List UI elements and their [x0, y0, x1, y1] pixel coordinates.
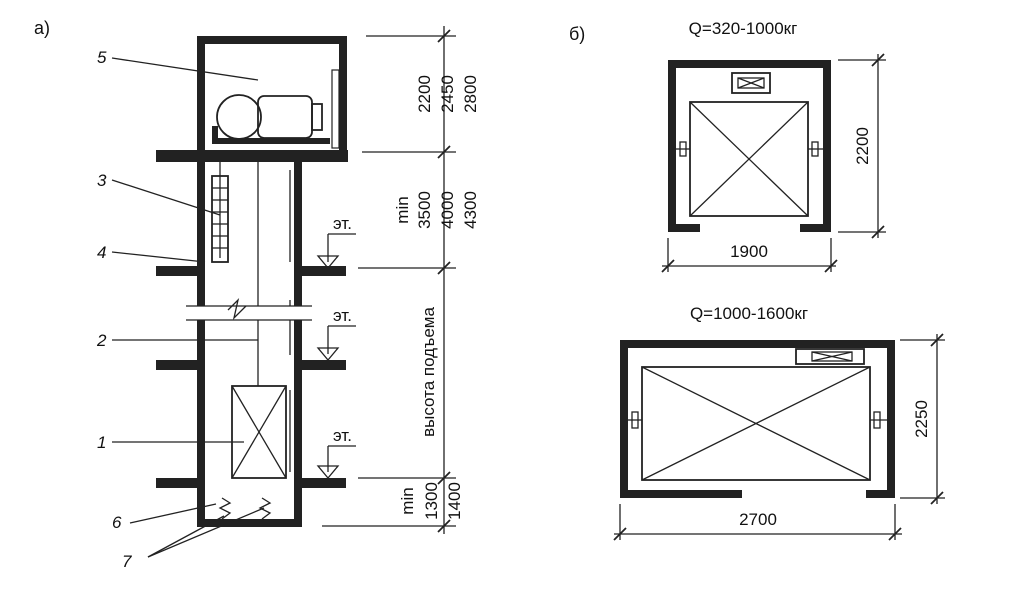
svg-text:4000: 4000: [438, 191, 457, 229]
bottom-plan-front-left: [620, 490, 742, 498]
top-plan-rear-wall: [668, 60, 831, 68]
dim-pit: min 1300 1400: [398, 482, 464, 520]
top-plan-width: 1900: [730, 242, 768, 261]
bottom-plan-rear-wall: [620, 340, 895, 348]
panel-label-b: б): [569, 24, 585, 44]
callout-2: 2: [96, 331, 107, 350]
pit-buffers: [218, 497, 272, 520]
top-plan-left-wall: [668, 60, 676, 232]
bottom-plan-right-wall: [887, 340, 895, 498]
hoist-machine: [212, 94, 330, 144]
callout-7: 7: [122, 552, 132, 571]
dim-overhead: min 3500 4000 4300: [393, 191, 480, 229]
floor-slab-left-2: [156, 360, 205, 370]
shaft-break: [186, 297, 312, 321]
top-plan-front-left: [668, 224, 700, 232]
bottom-plan-depth: 2250: [912, 400, 931, 438]
bottom-plan-counterweight: [795, 348, 865, 365]
machine-room-door: [331, 69, 340, 149]
bottom-plan-width: 2700: [739, 510, 777, 529]
top-plan-front-right: [800, 224, 831, 232]
floor-slab-right-1: [294, 266, 346, 276]
callout-3: 3: [97, 171, 107, 190]
floor-mark-text: эт.: [333, 306, 352, 325]
sheave: [216, 94, 262, 140]
dim-machine-room: 2200 2450 2800: [415, 75, 480, 113]
machine-room-roof: [197, 36, 347, 44]
top-plan-dims: 1900 2200: [661, 53, 886, 273]
machine-room-right-wall: [339, 36, 347, 156]
floor-mark-text: эт.: [333, 214, 352, 233]
svg-text:1400: 1400: [445, 482, 464, 520]
svg-text:2200: 2200: [415, 75, 434, 113]
counterweight: [211, 175, 229, 263]
bottom-plan-load: Q=1000-1600кг: [690, 304, 808, 323]
floor-slab-left-3: [156, 478, 205, 488]
dim-travel-height: высота подъема: [419, 307, 438, 437]
machine-room-floor: [156, 150, 348, 162]
svg-text:2450: 2450: [438, 75, 457, 113]
top-plan-depth: 2200: [853, 127, 872, 165]
callout-1: 1: [97, 433, 106, 452]
callout-4: 4: [97, 243, 106, 262]
floor-mark-text: эт.: [333, 426, 352, 445]
svg-text:2800: 2800: [461, 75, 480, 113]
floor-mark-3: эт.: [316, 426, 356, 480]
floor-slab-left-1: [156, 266, 205, 276]
elevator-car: [231, 385, 287, 479]
floor-slab-right-3: [294, 478, 346, 488]
motor: [257, 95, 313, 139]
top-plan-right-wall: [823, 60, 831, 232]
shaft-left-wall: [197, 162, 205, 527]
motor-end: [311, 103, 323, 131]
top-plan-counterweight: [731, 72, 771, 94]
pit-floor: [197, 519, 302, 527]
floor-slab-right-2: [294, 360, 346, 370]
panel-label-a: а): [34, 18, 50, 38]
bottom-plan: [620, 340, 895, 498]
machine-support: [212, 126, 218, 140]
shaft-right-wall: [294, 162, 302, 527]
machine-frame: [212, 138, 330, 144]
svg-text:высота подъема: высота подъема: [419, 307, 438, 437]
bottom-plan-front-right: [866, 490, 895, 498]
svg-text:3500: 3500: [415, 191, 434, 229]
svg-text:1300: 1300: [422, 482, 441, 520]
svg-text:min: min: [393, 196, 412, 223]
shaft-section: эт. эт. эт.: [156, 36, 356, 527]
dimension-lines-a: [322, 26, 456, 534]
top-plan-car: [689, 101, 809, 217]
bottom-plan-left-wall: [620, 340, 628, 498]
bottom-plan-car: [641, 366, 871, 481]
top-plan-load: Q=320-1000кг: [689, 19, 798, 38]
floor-mark-2: эт.: [316, 306, 356, 362]
top-plan: [668, 60, 831, 232]
bottom-plan-dims: 2700 2250: [613, 333, 945, 541]
floor-mark-1: эт.: [316, 214, 356, 270]
callout-5: 5: [97, 48, 107, 67]
svg-text:4300: 4300: [461, 191, 480, 229]
callouts: 5 3 4 2 1 6 7: [96, 48, 265, 571]
svg-text:min: min: [398, 487, 417, 514]
callout-6: 6: [112, 513, 122, 532]
machine-room-left-wall: [197, 36, 205, 156]
